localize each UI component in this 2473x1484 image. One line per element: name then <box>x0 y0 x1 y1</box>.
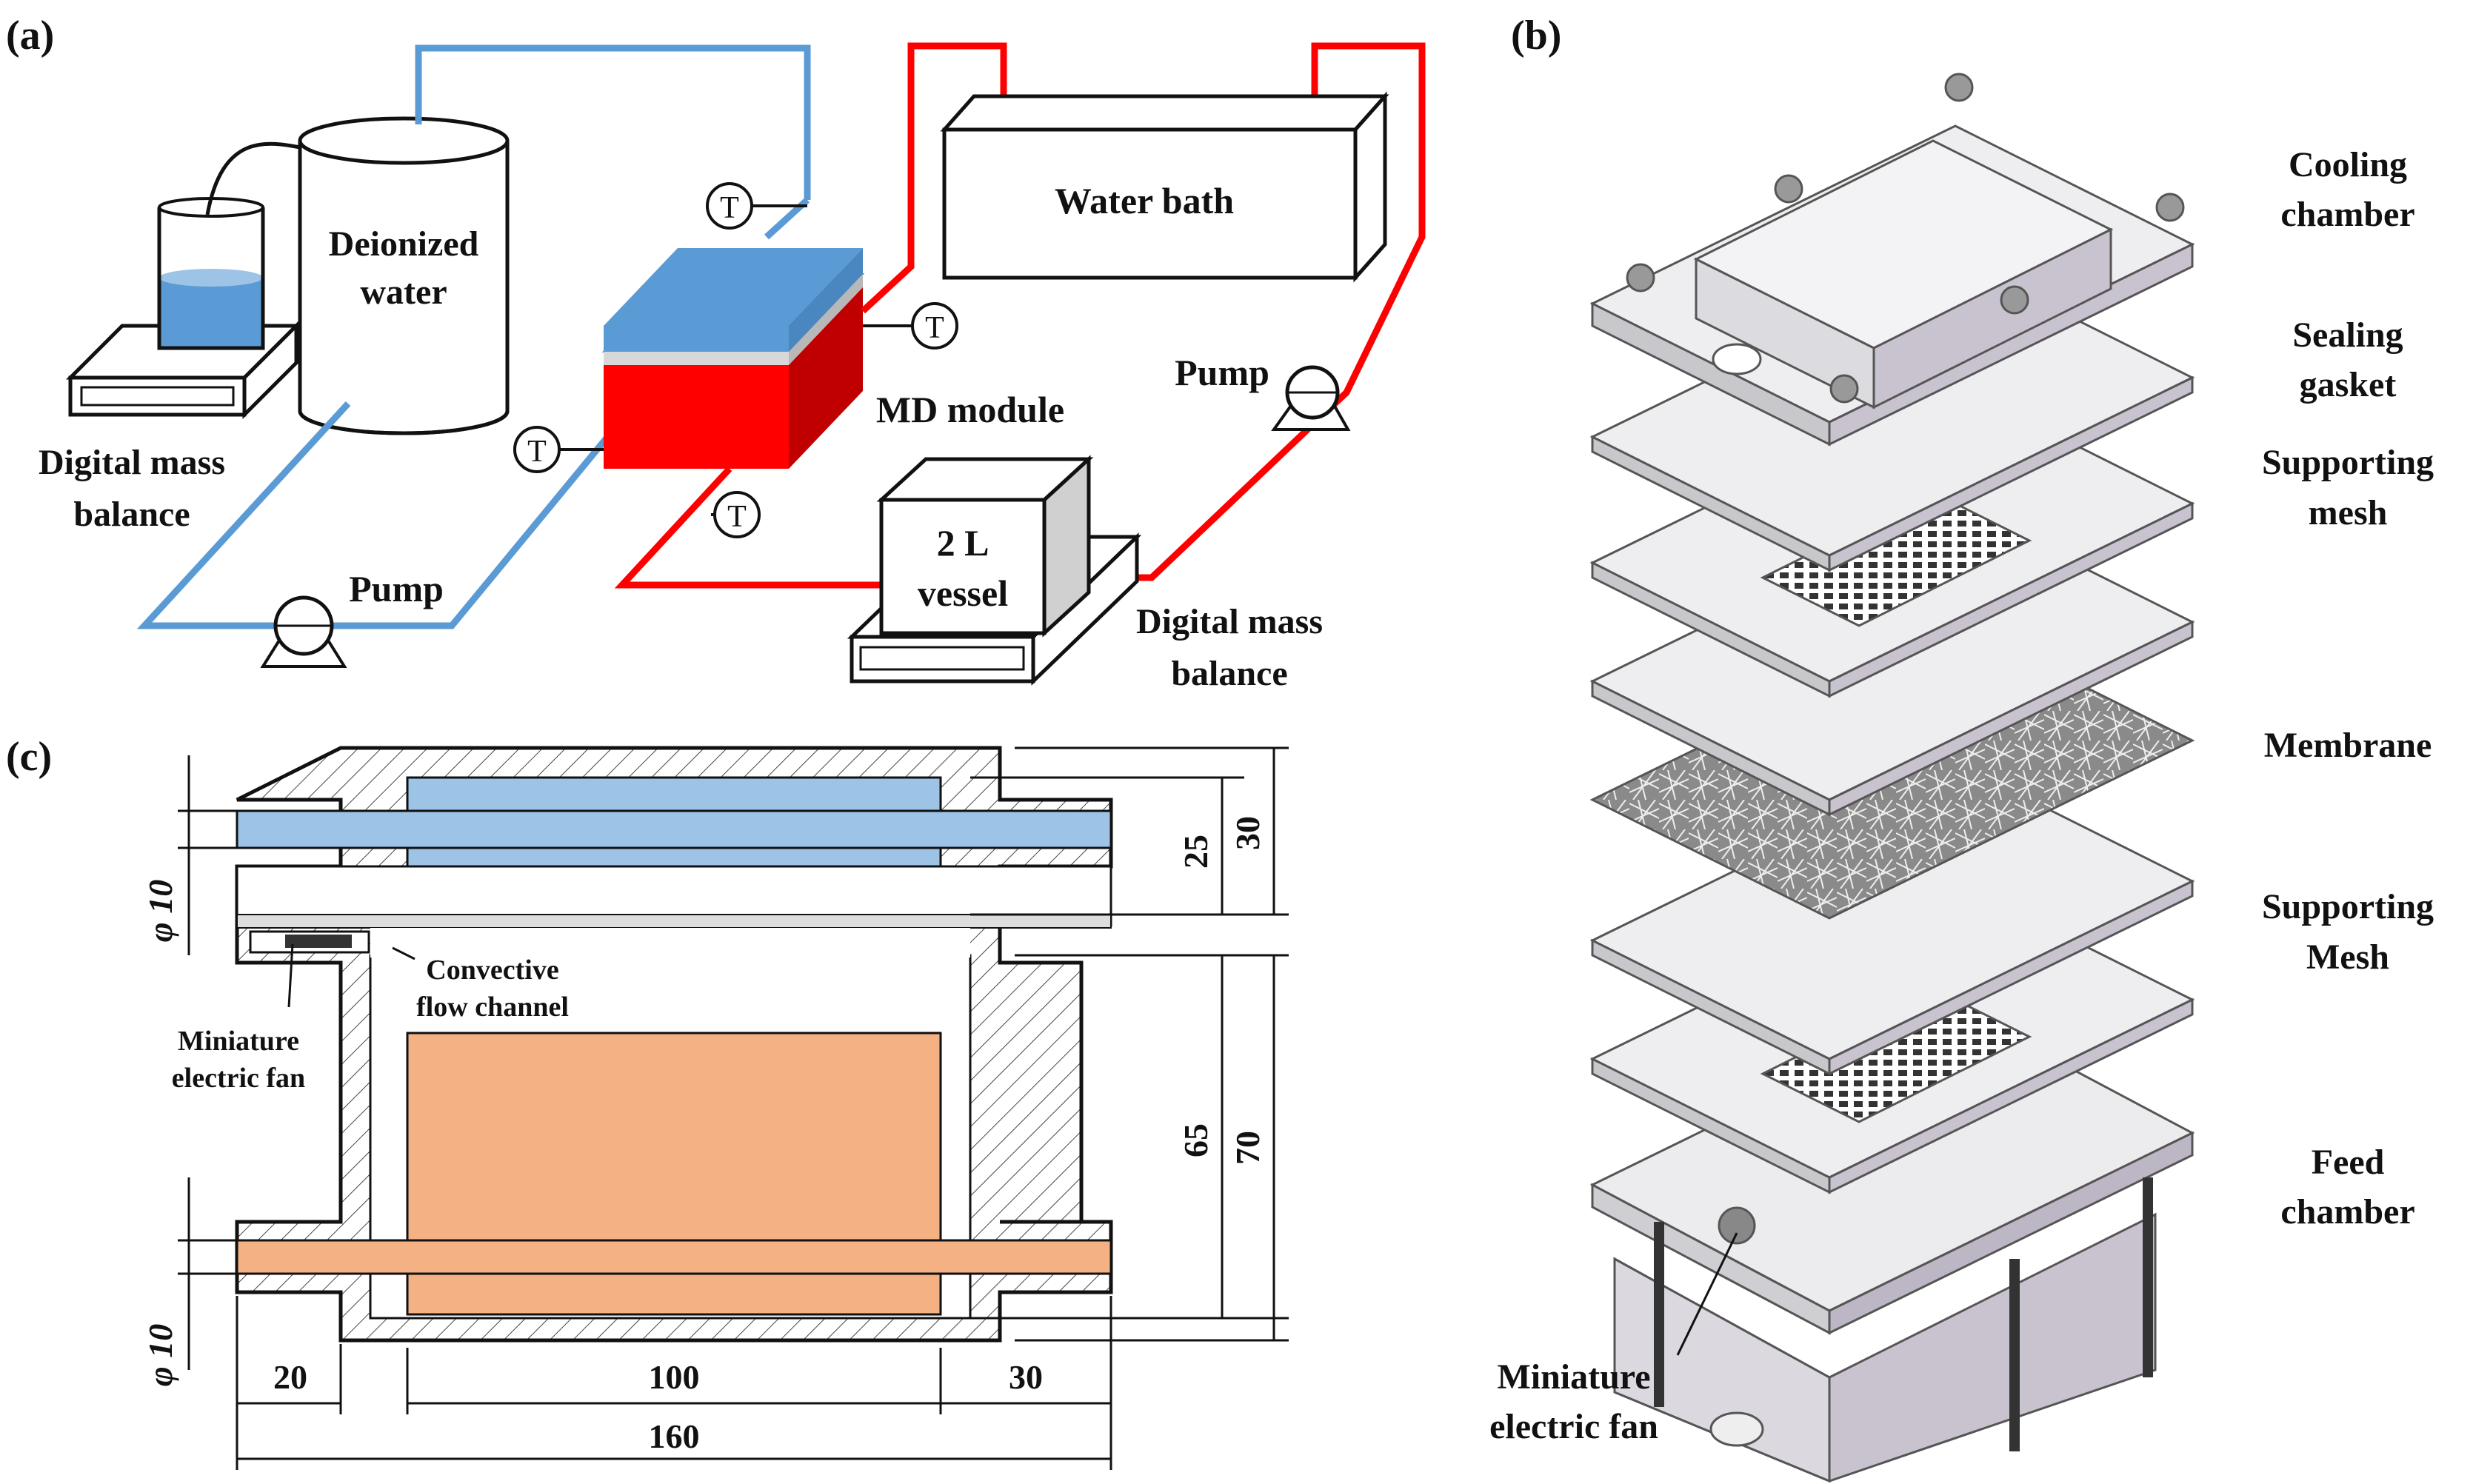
deionized-label-2: water <box>360 273 447 312</box>
thermocouple-bottom: T <box>711 491 761 538</box>
fan-leader-b <box>1676 1232 1738 1356</box>
sealing-label-2: gasket <box>2300 365 2397 404</box>
dim-70: 70 <box>1229 1131 1266 1165</box>
hot-loop-pipes <box>614 42 1426 589</box>
vessel-label-1: 2 L <box>937 522 989 564</box>
vessel: 2 L vessel <box>876 455 1094 638</box>
dim-100: 100 <box>649 1358 700 1396</box>
panel-b-tag: (b) <box>1511 13 1561 59</box>
cooling-chamber <box>1589 73 2195 447</box>
left-balance-label-1: Digital mass <box>39 443 225 482</box>
fan-leader-c <box>287 943 294 1008</box>
dim-160: 160 <box>649 1417 700 1455</box>
fan-c-label-1: Miniature <box>178 1026 299 1057</box>
deionized-label-1: Deionized <box>329 224 479 264</box>
vessel-label-2: vessel <box>918 572 1008 614</box>
section-housing <box>235 746 1113 1343</box>
thermo-label-2: T <box>925 311 944 345</box>
dim-20: 20 <box>273 1358 307 1396</box>
fan-c-label-2: electric fan <box>172 1063 305 1094</box>
fan-b-label-2: electric fan <box>1489 1407 1658 1446</box>
support1-label-2: mesh <box>2309 493 2388 532</box>
panel-c: (c) Convective flow channel Miniature el… <box>6 734 1289 1470</box>
exploded-stack <box>1589 73 2195 1483</box>
panel-b: (b) <box>1489 13 2434 1483</box>
water-bath: Water bath <box>940 91 1389 283</box>
fan-b-label-1: Miniature <box>1497 1357 1650 1397</box>
panel-a-tag: (a) <box>6 13 54 59</box>
dim-65: 65 <box>1177 1123 1215 1157</box>
feed-label-2: chamber <box>2280 1192 2414 1231</box>
support1-label-1: Supporting <box>2262 443 2434 482</box>
pump-left-label: Pump <box>349 568 444 609</box>
water-bath-label: Water bath <box>1055 180 1234 221</box>
membrane-label: Membrane <box>2264 726 2432 765</box>
thermo-label-3: T <box>527 435 547 469</box>
dimension-lines <box>178 746 1289 1470</box>
feed-label-1: Feed <box>2312 1143 2385 1182</box>
phi-bottom: φ 10 <box>141 1324 179 1386</box>
left-balance-label-2: balance <box>73 495 190 534</box>
deionized-water-tank: Deionized water <box>298 116 510 435</box>
md-module <box>601 248 865 469</box>
panel-a: (a) Deionized water Digital mas <box>6 13 1426 693</box>
thermocouple-left: T <box>513 426 604 473</box>
support-mesh-plate-lower-2 <box>1589 761 2195 1076</box>
channel-leader <box>392 946 415 960</box>
convective-label-1: Convective <box>426 955 558 986</box>
right-balance-label-2: balance <box>1171 654 1287 693</box>
thermocouple-right: T <box>863 302 958 350</box>
thermo-label-1: T <box>720 191 739 225</box>
cooling-label-2: chamber <box>2280 195 2414 234</box>
thermo-label-4: T <box>727 500 747 534</box>
dim-30: 30 <box>1229 816 1266 850</box>
sealing-label-1: Sealing <box>2292 315 2403 355</box>
support2-label-2: Mesh <box>2306 937 2389 977</box>
phi-top: φ 10 <box>141 880 179 942</box>
pump-right <box>1271 365 1351 431</box>
cooling-label-1: Cooling <box>2289 145 2407 184</box>
dim-25: 25 <box>1177 835 1215 869</box>
dim-30b: 30 <box>1009 1358 1043 1396</box>
pump-left <box>260 595 347 668</box>
beaker <box>157 141 304 350</box>
pump-right-label: Pump <box>1175 352 1269 393</box>
panel-c-tag: (c) <box>6 734 52 780</box>
md-module-label: MD module <box>876 389 1064 430</box>
thermocouple-top: T <box>706 182 807 230</box>
support2-label-1: Supporting <box>2262 887 2434 926</box>
convective-label-2: flow channel <box>416 992 569 1023</box>
right-balance-label-1: Digital mass <box>1136 602 1323 641</box>
